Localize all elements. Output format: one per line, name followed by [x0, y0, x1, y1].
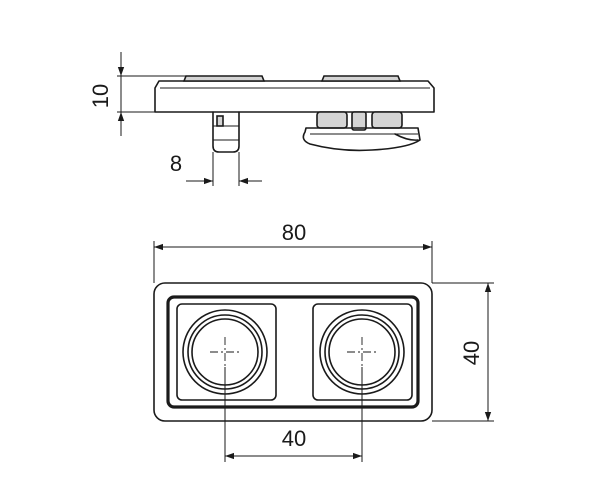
top-view: 80 40 40	[153, 220, 494, 462]
top-outer-outline	[153, 282, 433, 422]
dim-side-thickness-label: 10	[88, 84, 113, 108]
dim-top-spacing-label: 40	[282, 426, 306, 451]
side-pin	[212, 111, 240, 153]
dim-side-thickness: 10	[88, 52, 186, 136]
side-view: 10 8	[88, 52, 435, 186]
top-inner-frame	[166, 295, 420, 409]
dim-top-length-label: 80	[282, 220, 306, 245]
dim-side-pin-label: 8	[170, 151, 182, 176]
dim-side-pin: 8	[170, 151, 262, 186]
dim-top-spacing: 40	[224, 367, 363, 462]
dim-top-length: 80	[153, 220, 433, 283]
side-slot-nut	[302, 111, 421, 152]
dim-top-width-label: 40	[459, 341, 484, 365]
side-pad-left	[182, 75, 266, 82]
dim-top-width: 40	[432, 282, 494, 422]
side-pad-right	[320, 75, 402, 82]
side-plate	[154, 80, 435, 113]
top-center-lines	[210, 337, 377, 367]
